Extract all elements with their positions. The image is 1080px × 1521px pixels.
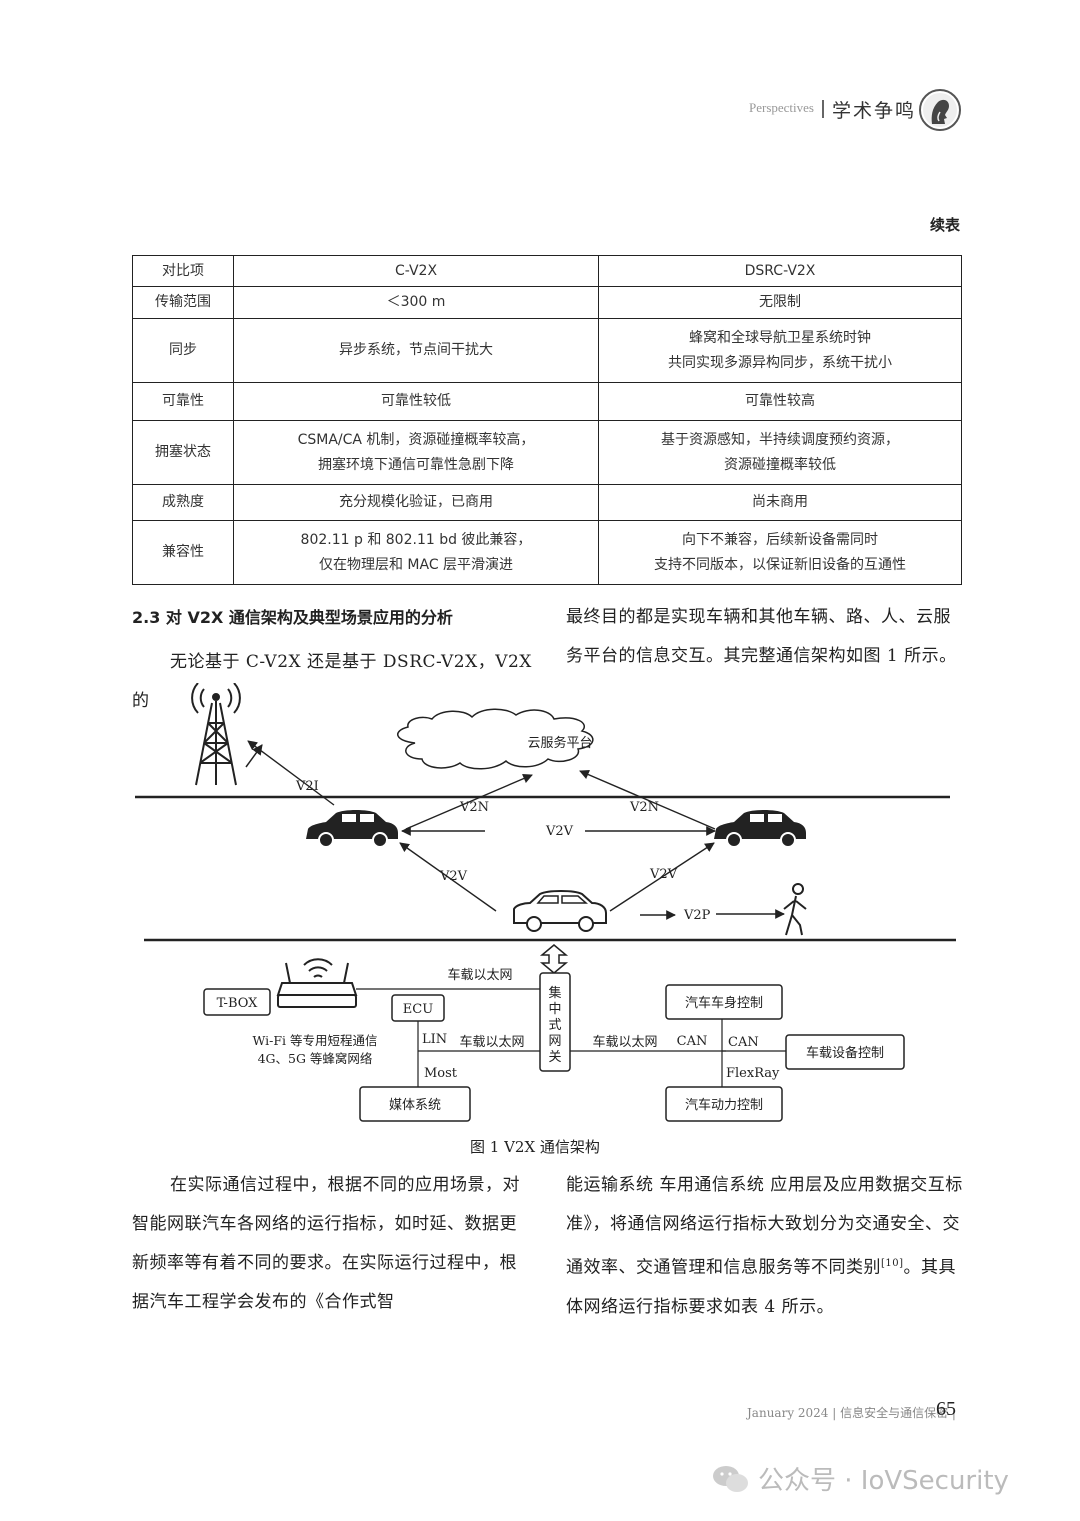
table-cell: 异步系统，节点间干扰大 [233,318,599,383]
table-cell: 传输范围 [132,286,234,319]
paragraph-text: 。其具体网络运行指标要求如表 4 所示。 [566,1257,957,1317]
page-number: 65 [936,1398,956,1420]
body-control-box [665,984,783,1020]
watermark: 公众号 · IoVSecurity [712,1460,1009,1497]
table-cell: CSMA/CA 机制，资源碰撞概率较高，拥塞环境下通信可靠性急剧下降 [233,420,599,485]
paragraph-text: 能运输系统 车用通信系统 应用层及应用数据交互标准》，将通信网络运行指标大致划分… [566,1175,963,1278]
double-arrow-icon [539,944,569,974]
v2n-right-label: V2N [629,800,659,815]
table-row: 可靠性 可靠性较低 可靠性较高 [132,382,962,421]
table-cell: 可靠性较低 [233,382,599,421]
table-cell: 802.11 p 和 802.11 bd 彼此兼容，仅在物理层和 MAC 层平滑… [233,520,599,585]
gateway-char: 网 [548,1034,561,1049]
paragraph-left-bottom: 在实际通信过程中，根据不同的应用场景，对智能网联汽车各网络的运行指标，如时延、数… [132,1175,520,1312]
figure-caption: 图 1 V2X 通信架构 [470,1138,600,1156]
car-left-icon [306,810,398,848]
device-control-box [785,1034,905,1070]
v2v-mid-label: V2V [545,824,574,839]
table-cell: 同步 [132,318,234,383]
device-control-label: 车载设备控制 [806,1045,884,1061]
gateway-char: 集 [548,985,561,1001]
table-cell: 无限制 [598,286,962,319]
eth-left-label: 车载以太网 [459,1034,524,1050]
footer-issue: January 2024 | 信息安全与通信保密 | [747,1406,956,1420]
lin-label: LIN [422,1032,447,1047]
gateway-char: 中 [548,1002,561,1017]
router-icon [276,958,358,1008]
table-row: 传输范围 ＜300 m 无限制 [132,286,962,319]
v2v-left-label: V2V [439,869,468,884]
most-label: Most [424,1066,458,1081]
continued-label: 续表 [929,216,960,234]
header-divider [822,100,824,118]
table-cell: 兼容性 [132,520,234,585]
paragraph-right-bottom: 能运输系统 车用通信系统 应用层及应用数据交互标准》，将通信网络运行指标大致划分… [566,1166,966,1327]
media-system-box [359,1086,471,1122]
table-cell: 成熟度 [132,484,234,521]
can1-label: CAN [677,1034,708,1049]
wifi-label-line1: Wi-Fi 等专用短程通信 [253,1033,378,1048]
power-control-label: 汽车动力控制 [685,1097,763,1113]
tbox-label: T-BOX [217,996,259,1011]
v2x-architecture-figure: 云服务平台 V2I V2N V2N V2V V2V V2V V2P [130,682,960,1137]
power-control-box [665,1086,783,1122]
table-header-row: 对比项 C-V2X DSRC-V2X [132,255,962,287]
header-perspectives: Perspectives [749,100,814,115]
central-gateway-box [539,972,571,1072]
citation-ref: [10] [881,1258,904,1269]
ecu-label: ECU [403,1002,433,1017]
v2n-left-label: V2N [459,800,489,815]
v2i-label: V2I [295,779,319,794]
wechat-icon [713,1465,748,1492]
v2p-label: V2P [683,908,711,923]
paragraph-right-top: 最终目的都是实现车辆和其他车辆、路、人、云服务平台的信息交互。其完整通信架构如图… [566,607,957,666]
table-header-cell: C-V2X [233,255,599,287]
paragraph-left-top: 无论基于 C-V2X 还是基于 DSRC-V2X，V2X 的 [132,652,532,711]
v2v-right-label: V2V [649,867,678,882]
table-row: 同步 异步系统，节点间干扰大 蜂窝和全球导航卫星系统时钟共同实现多源异构同步，系… [132,318,962,383]
pedestrian-icon [783,883,807,936]
table-header-cell: DSRC-V2X [598,255,962,287]
table-cell: 基于资源感知，半持续调度预约资源，资源碰撞概率较低 [598,420,962,485]
watermark-text: 公众号 · IoVSecurity [758,1466,1009,1496]
can2-label: CAN [728,1035,759,1050]
table-row: 成熟度 充分规模化验证，已商用 尚未商用 [132,484,962,521]
table-row: 兼容性 802.11 p 和 802.11 bd 彼此兼容，仅在物理层和 MAC… [132,520,962,585]
table-cell: 充分规模化验证，已商用 [233,484,599,521]
table-cell: 蜂窝和全球导航卫星系统时钟共同实现多源异构同步，系统干扰小 [598,318,962,383]
table-cell: 拥塞状态 [132,420,234,485]
cell-tower-icon [191,682,241,786]
eth-right-label: 车载以太网 [592,1034,657,1050]
header-column-title: 学术争鸣 [832,100,917,122]
table-cell: ＜300 m [233,286,599,319]
cloud-label: 云服务平台 [527,735,592,751]
car-right-icon [714,810,806,848]
media-system-label: 媒体系统 [389,1098,441,1113]
cloud-icon [397,708,594,770]
body-control-label: 汽车车身控制 [685,995,763,1011]
table-cell: 可靠性 [132,382,234,421]
table-row: 拥塞状态 CSMA/CA 机制，资源碰撞概率较高，拥塞环境下通信可靠性急剧下降 … [132,420,962,485]
comparison-table: 对比项 C-V2X DSRC-V2X 传输范围 ＜300 m 无限制 同步 异步… [132,255,962,585]
table-cell: 尚未商用 [598,484,962,521]
wifi-label-line2: 4G、5G 等蜂窝网络 [258,1051,373,1066]
flexray-label: FlexRay [726,1066,780,1081]
section-heading: 2.3 对 V2X 通信架构及典型场景应用的分析 [132,608,453,627]
car-center-icon [513,890,607,932]
table-header-cell: 对比项 [132,255,234,287]
gateway-char: 式 [548,1018,561,1033]
table-cell: 可靠性较高 [598,382,962,421]
eth-top-label: 车载以太网 [447,967,512,983]
table-cell: 向下不兼容，后续新设备需同时支持不同版本，以保证新旧设备的互通性 [598,520,962,585]
tbox-box [203,988,271,1016]
gateway-char: 关 [548,1050,561,1065]
thinker-logo-icon [918,88,962,136]
